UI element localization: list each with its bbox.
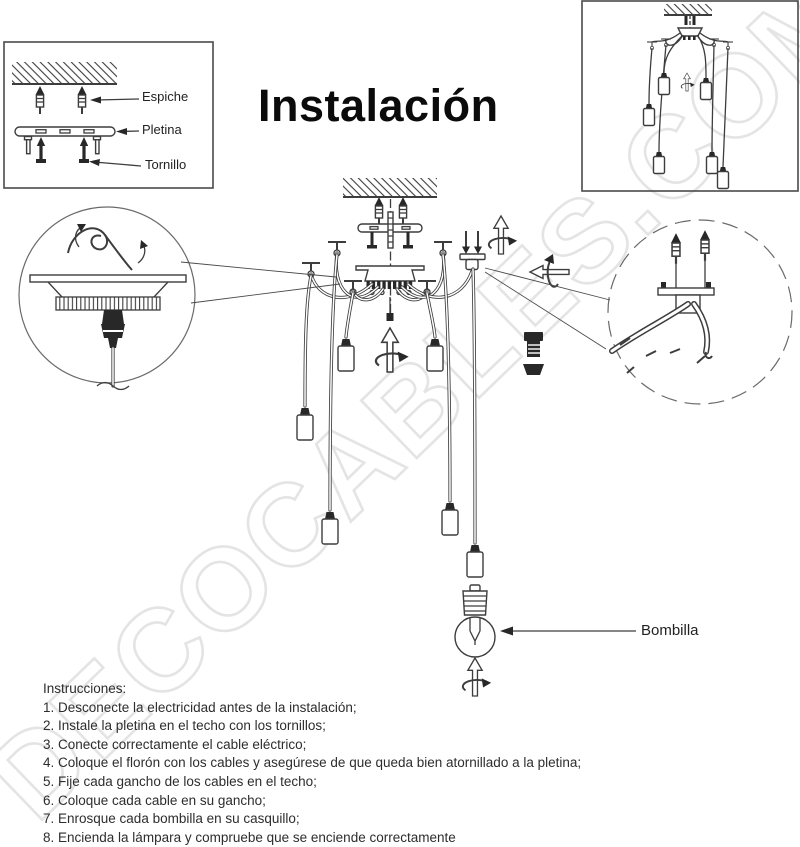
bombilla-label: Bombilla: [641, 622, 699, 639]
espiche-label: Espiche: [142, 89, 189, 104]
instruction-line: 6. Coloque cada cable en su gancho;: [43, 792, 266, 808]
instruction-line: 2. Instale la pletina en el techo con lo…: [43, 718, 326, 734]
pendant-socket: [426, 338, 444, 372]
instruction-line: 5. Fije cada gancho de los cables en el …: [43, 773, 317, 789]
instruction-line: 8. Encienda la lámpara y compruebe que s…: [43, 829, 456, 845]
mounting-plate: [14, 126, 116, 137]
pendant-socket: [441, 502, 459, 536]
anchor-icon: [397, 196, 409, 226]
finial: [386, 313, 394, 321]
rotate-arrow-icon: [680, 72, 696, 92]
pendant-socket: [657, 72, 671, 96]
pendant-socket: [716, 166, 730, 190]
pendant-socket: [296, 407, 314, 441]
pendant-socket: [642, 103, 656, 127]
cord-grip: [101, 310, 125, 348]
instructions-block: Instrucciones: 1. Desconecte la electric…: [43, 680, 763, 847]
page-title: Instalación: [258, 80, 499, 131]
pendant-socket: [699, 77, 713, 101]
socket-parts-icon: [523, 332, 544, 375]
label-arrows: [89, 96, 142, 167]
instruction-line: 4. Coloque el florón con los cables y as…: [43, 755, 582, 771]
ceiling-hatch: [343, 178, 437, 198]
rotate-arrow-icon: [374, 326, 410, 374]
bulb-icon: [454, 584, 496, 658]
pendant-socket: [321, 511, 339, 545]
pletina-label: Pletina: [142, 122, 182, 137]
anchor-icon: [698, 229, 712, 262]
tornillo-screw-icon: [36, 137, 89, 163]
pendant-socket: [466, 544, 484, 578]
hook-with-screws: [459, 231, 486, 271]
anchor-icon: [373, 196, 385, 226]
pendant-socket: [337, 338, 355, 372]
bombilla-arrow: [500, 626, 636, 636]
instruction-line: 3. Conecte correctamente el cable eléctr…: [43, 736, 307, 752]
instruction-line: 7. Enrosque cada bombilla en su casquill…: [43, 811, 300, 827]
hanger-screw-icon: [23, 135, 102, 155]
instructions-heading: Instrucciones:: [43, 681, 127, 696]
drop-cables: [303, 253, 477, 545]
central-assembly: [296, 178, 570, 578]
pendant-socket: [652, 151, 666, 175]
pendant-socket: [705, 151, 719, 175]
tornillo-label: Tornillo: [145, 157, 187, 172]
anchor-icon: [669, 232, 683, 265]
rotate-arrow-icon: [529, 253, 570, 288]
mounting-plate: [357, 211, 423, 249]
ceiling-hatch: [12, 62, 117, 85]
plate-detail-box: [3, 41, 214, 189]
canopy-detail-callout: [18, 206, 341, 391]
finished-lamp-box: [581, 0, 799, 192]
rotate-arrow-icon: [487, 215, 519, 255]
instruction-line: 1. Desconecte la electricidad antes de l…: [43, 699, 357, 715]
ceiling-hatch: [664, 4, 712, 15]
hook-detail-callout: [484, 219, 793, 405]
mini-canopy: [676, 27, 704, 37]
